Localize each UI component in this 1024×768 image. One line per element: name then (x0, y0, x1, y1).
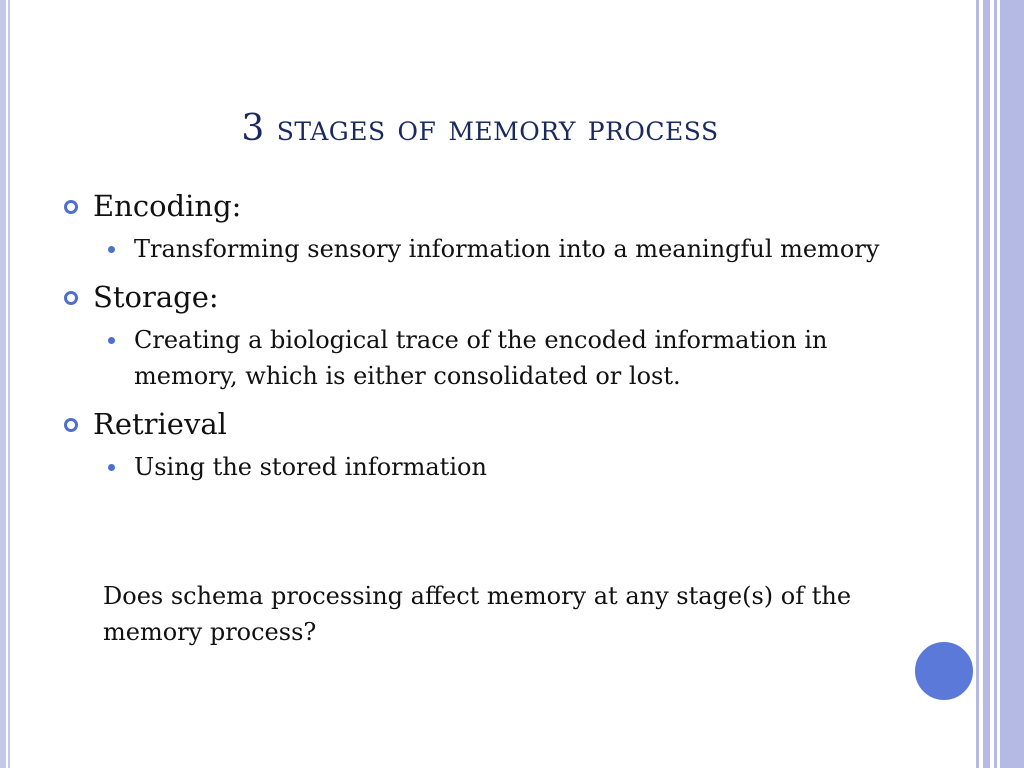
ring-bullet-icon (64, 418, 78, 432)
dot-bullet-icon (108, 337, 115, 344)
right-stripe (994, 0, 997, 768)
question-text: Does schema processing affect memory at … (103, 582, 852, 646)
sub-bullet-storage: Creating a biological trace of the encod… (62, 322, 902, 394)
bullet-heading: Encoding: (93, 189, 242, 223)
sub-bullet-encoding: Transforming sensory information into a … (62, 231, 902, 267)
sub-bullet-text: Using the stored information (134, 453, 487, 481)
dot-bullet-icon (108, 246, 115, 253)
bullet-retrieval: Retrieval (62, 406, 902, 442)
bullet-heading: Storage: (93, 280, 219, 314)
left-border-line (8, 0, 10, 768)
left-border (0, 0, 6, 768)
sub-bullet-text: Transforming sensory information into a … (134, 235, 880, 263)
dot-bullet-icon (108, 464, 115, 471)
bullet-storage: Storage: (62, 279, 902, 315)
right-stripe (976, 0, 979, 768)
sub-bullet-retrieval: Using the stored information (62, 449, 902, 485)
decoration-circle-icon (912, 639, 976, 703)
bullet-heading: Retrieval (93, 407, 227, 441)
ring-bullet-icon (64, 291, 78, 305)
right-stripe (983, 0, 990, 768)
ring-bullet-icon (64, 200, 78, 214)
bullet-encoding: Encoding: (62, 188, 902, 224)
right-stripe-gap (997, 0, 1000, 768)
right-stripe (1000, 0, 1024, 768)
bullet-list: Encoding: Transforming sensory informati… (62, 188, 902, 497)
sub-bullet-text: Creating a biological trace of the encod… (134, 326, 828, 390)
slide-title: 3 stages of memory process (241, 108, 719, 149)
